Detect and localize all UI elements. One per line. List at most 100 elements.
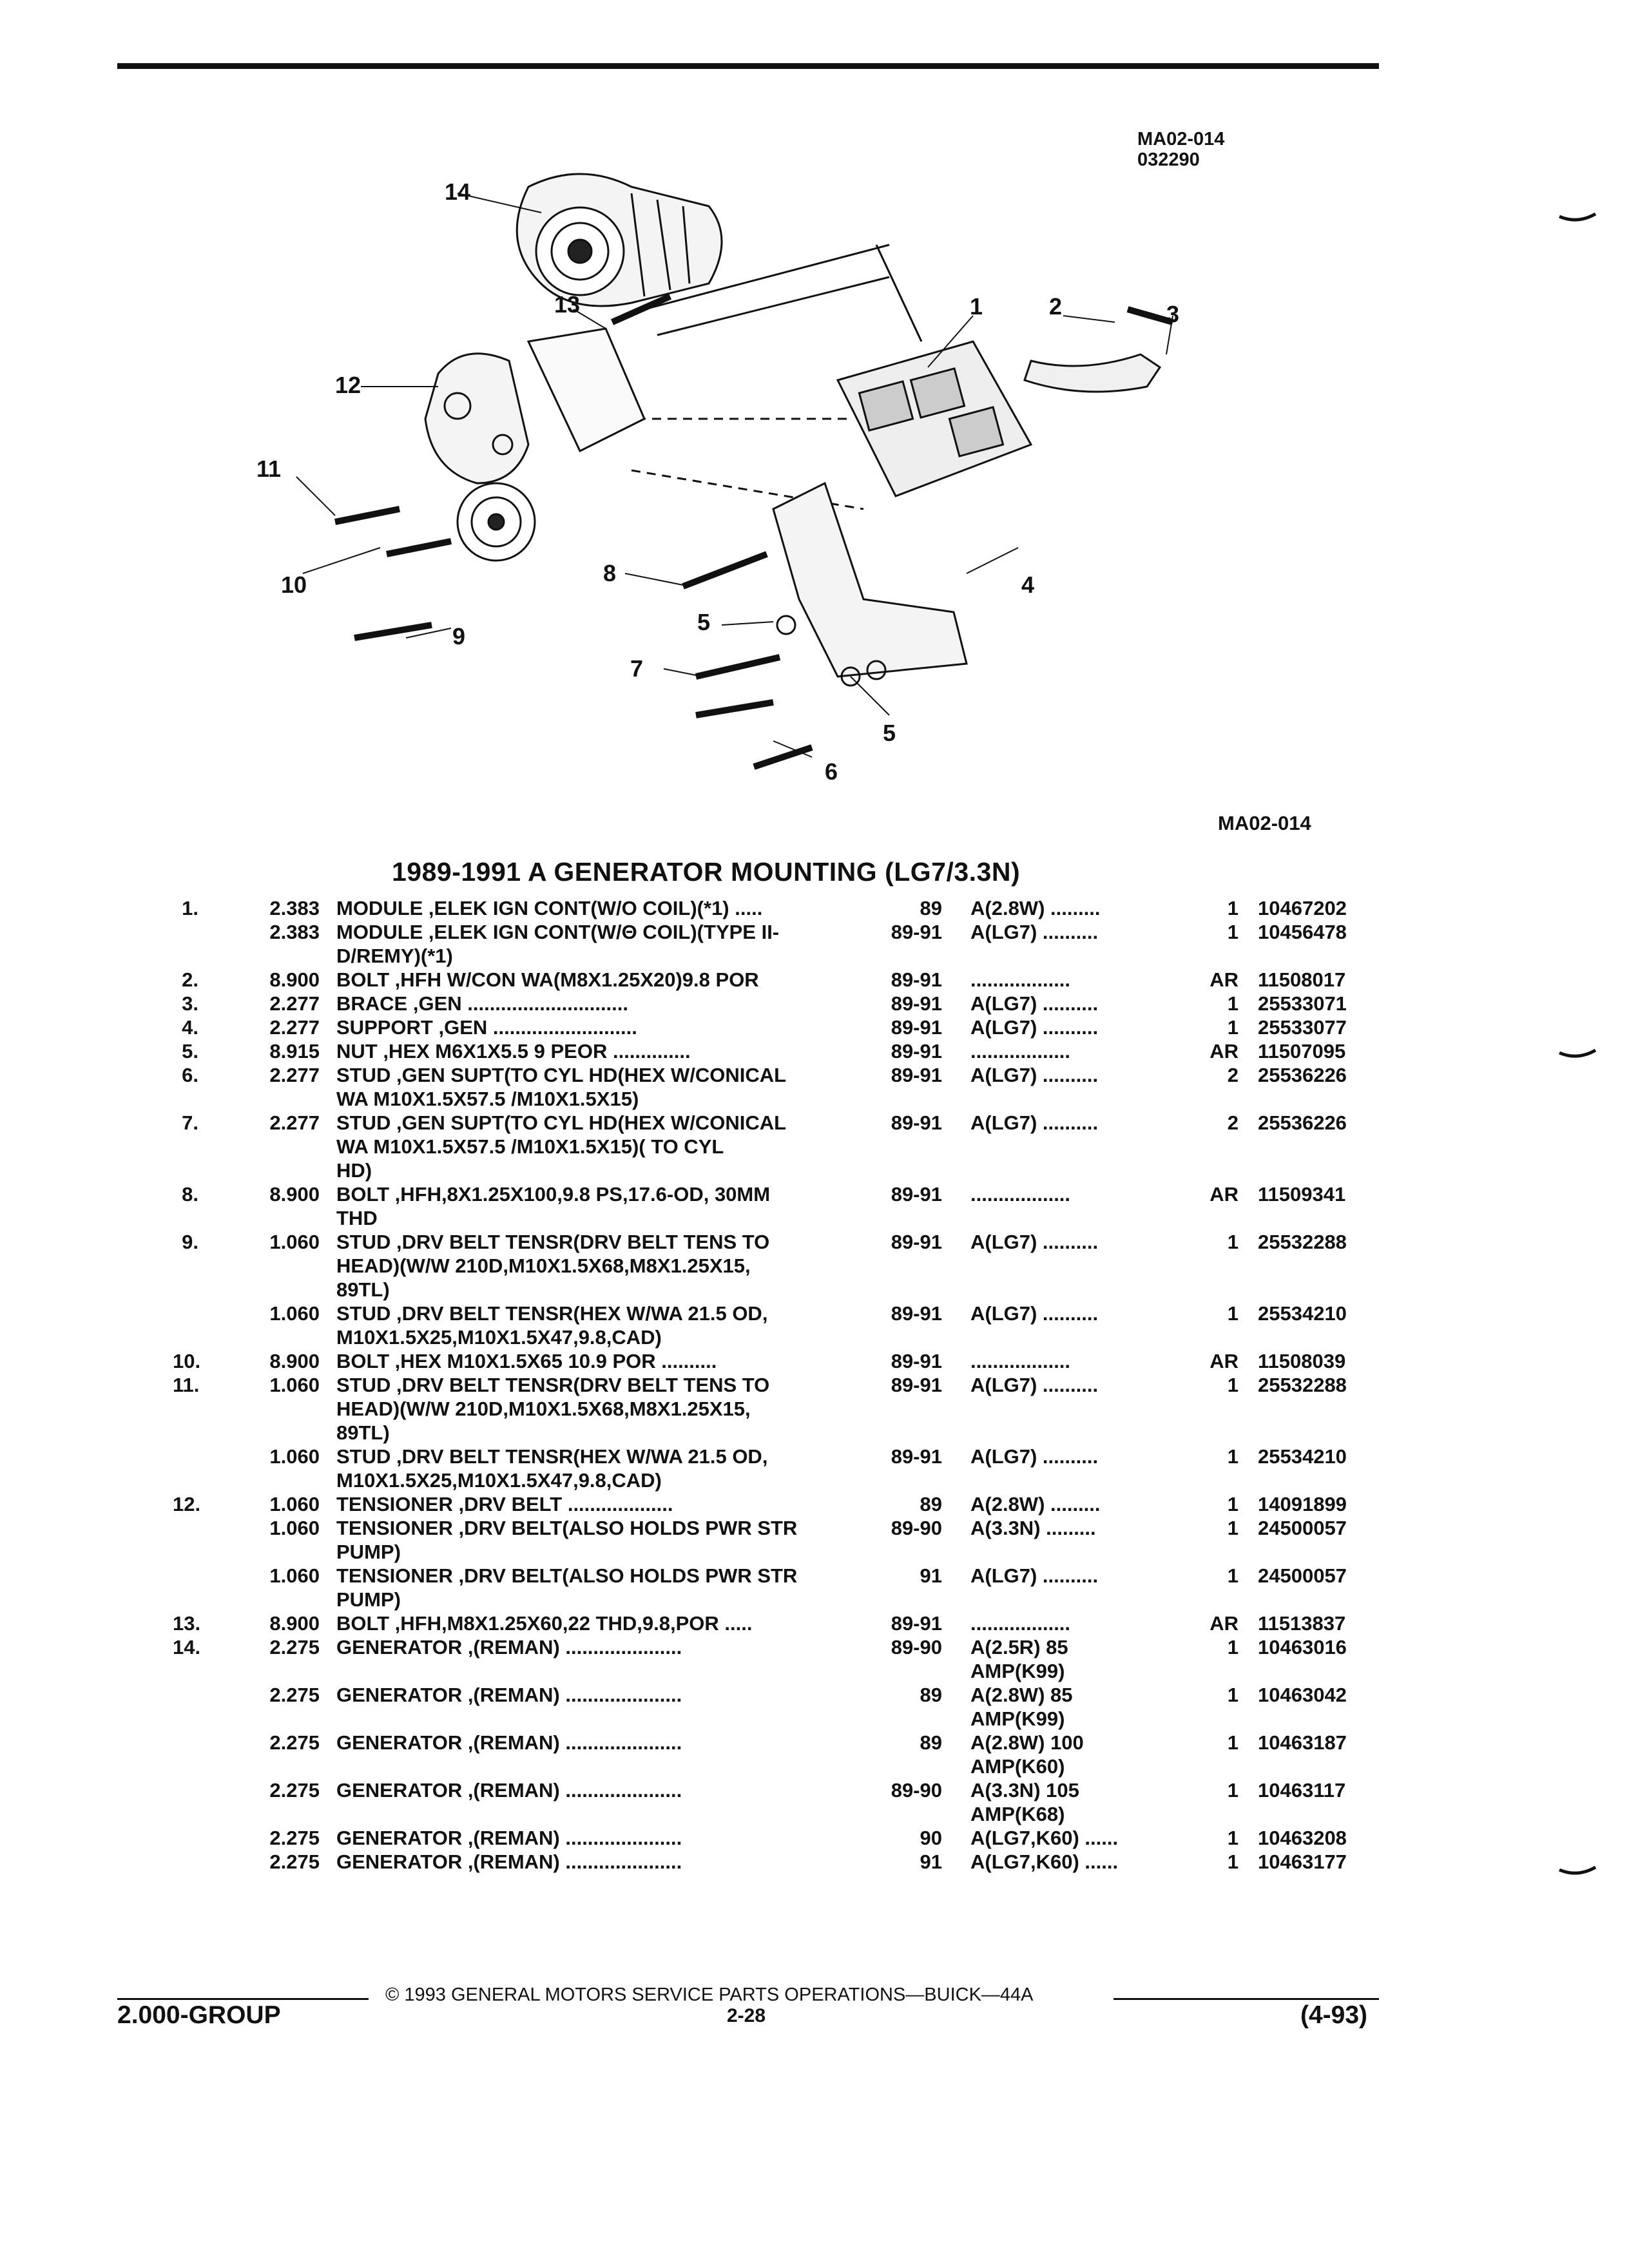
part-number: 14091899 xyxy=(1258,1493,1347,1515)
part-number: 25534210 xyxy=(1258,1445,1347,1468)
part-number: 11509341 xyxy=(1258,1183,1346,1206)
part-description: SUPPORT ,GEN .......................... xyxy=(336,1016,637,1039)
application: A(3.3N) ......... xyxy=(970,1517,1096,1539)
callout-label: 9 xyxy=(452,623,465,649)
tensioner-bracket xyxy=(424,327,646,485)
quantity: AR xyxy=(1210,1183,1239,1206)
group-number: 2.277 xyxy=(269,1064,320,1086)
margin-mark xyxy=(1559,213,1597,222)
model-years: 89-91 xyxy=(891,1064,942,1086)
group-number: 2.275 xyxy=(269,1779,320,1802)
application: A(LG7) .......... xyxy=(970,1231,1099,1253)
part-description: M10X1.5X25,M10X1.5X47,9.8,CAD) xyxy=(336,1469,662,1492)
ignition-module xyxy=(836,340,1033,497)
application: A(2.5R) 85 xyxy=(970,1636,1068,1658)
application: A(2.8W) ......... xyxy=(970,897,1101,919)
quantity: 1 xyxy=(1227,1445,1239,1468)
part-number: 25532288 xyxy=(1258,1231,1347,1253)
model-years: 89-91 xyxy=(891,921,942,943)
part-description: GENERATOR ,(REMAN) ..................... xyxy=(336,1827,682,1849)
parts-row: 89TL) xyxy=(0,1421,1629,1445)
part-number: 11508017 xyxy=(1258,968,1346,991)
group-number: 8.900 xyxy=(269,968,320,991)
quantity: 1 xyxy=(1227,1016,1239,1039)
part-description: NUT ,HEX M6X1X5.5 9 PEOR .............. xyxy=(336,1040,691,1062)
page-number: 2-28 xyxy=(727,2005,766,2026)
model-years: 89-90 xyxy=(891,1517,942,1539)
application: AMP(K68) xyxy=(970,1803,1065,1825)
part-description: MODULE ,ELEK IGN CONT(W/Θ COIL)(TYPE II- xyxy=(336,921,780,943)
application: A(LG7) .......... xyxy=(970,1064,1099,1086)
part-number: 10456478 xyxy=(1258,921,1347,943)
group-number: 2.275 xyxy=(269,1850,320,1873)
parts-row: PUMP) xyxy=(0,1541,1629,1564)
part-description: STUD ,GEN SUPT(TO CYL HD(HEX W/CONICAL xyxy=(336,1111,787,1134)
group-number: 1.060 xyxy=(269,1445,320,1468)
model-years: 89 xyxy=(920,1731,942,1754)
part-description: WA M10X1.5X57.5 /M10X1.5X15)( TO CYL xyxy=(336,1135,724,1158)
parts-row: AMP(K99) xyxy=(0,1707,1629,1731)
group-number: 2.383 xyxy=(269,897,320,919)
model-years: 89-91 xyxy=(891,1040,942,1062)
part-description: 89TL) xyxy=(336,1278,390,1301)
part-description: HD) xyxy=(336,1159,372,1182)
quantity: 1 xyxy=(1227,1779,1239,1802)
parts-row: PUMP) xyxy=(0,1588,1629,1612)
application: A(LG7) .......... xyxy=(970,992,1099,1015)
part-number: 10463117 xyxy=(1258,1779,1346,1802)
part-description: MODULE ,ELEK IGN CONT(W/O COIL)(*1) ....… xyxy=(336,897,763,919)
group-number: 1.060 xyxy=(269,1231,320,1253)
application: .................. xyxy=(970,1183,1071,1206)
model-years: 89-90 xyxy=(891,1636,942,1658)
item-number: 4. xyxy=(182,1016,198,1039)
figure-code: MA02-014 xyxy=(1137,129,1225,149)
application: A(LG7) .......... xyxy=(970,1302,1099,1325)
quantity: 2 xyxy=(1227,1064,1239,1086)
quantity: 1 xyxy=(1227,1517,1239,1539)
model-years: 89-91 xyxy=(891,1231,942,1253)
application: A(LG7) .......... xyxy=(970,1016,1099,1039)
callout-label: 3 xyxy=(1166,301,1179,327)
part-number: 11507095 xyxy=(1258,1040,1346,1062)
parts-row: WA M10X1.5X57.5 /M10X1.5X15) xyxy=(0,1088,1629,1111)
group-number: 1.060 xyxy=(269,1374,320,1396)
model-years: 89-91 xyxy=(891,1016,942,1039)
application: A(LG7,K60) ...... xyxy=(970,1850,1119,1873)
quantity: 1 xyxy=(1227,1302,1239,1325)
application: AMP(K99) xyxy=(970,1707,1065,1730)
quantity: 1 xyxy=(1227,1493,1239,1515)
quantity: 1 xyxy=(1227,1731,1239,1754)
model-years: 89 xyxy=(920,1684,942,1706)
parts-row: HEAD)(W/W 210D,M10X1.5X68,M8X1.25X15, xyxy=(0,1254,1629,1278)
model-years: 91 xyxy=(920,1850,942,1873)
quantity: 1 xyxy=(1227,1564,1239,1587)
part-description: BOLT ,HEX M10X1.5X65 10.9 POR .......... xyxy=(336,1350,717,1372)
model-years: 89-91 xyxy=(891,1111,942,1134)
quantity: AR xyxy=(1210,1612,1239,1635)
parts-row: HD) xyxy=(0,1159,1629,1183)
group-number: 8.900 xyxy=(269,1612,320,1635)
part-description: BOLT ,HFH W/CON WA(M8X1.25X20)9.8 POR xyxy=(336,968,759,991)
application: AMP(K60) xyxy=(970,1755,1065,1778)
application: A(2.8W) 85 xyxy=(970,1684,1073,1706)
part-description: TENSIONER ,DRV BELT(ALSO HOLDS PWR STR xyxy=(336,1564,798,1587)
application: .................. xyxy=(970,968,1071,991)
parts-row: THD xyxy=(0,1207,1629,1231)
quantity: AR xyxy=(1210,1350,1239,1372)
item-number: 5. xyxy=(182,1040,198,1062)
part-description: WA M10X1.5X57.5 /M10X1.5X15) xyxy=(336,1088,639,1110)
part-number: 10467202 xyxy=(1258,897,1347,919)
group-number: 1.060 xyxy=(269,1302,320,1325)
part-number: 25532288 xyxy=(1258,1374,1347,1396)
top-rule xyxy=(117,63,1379,69)
